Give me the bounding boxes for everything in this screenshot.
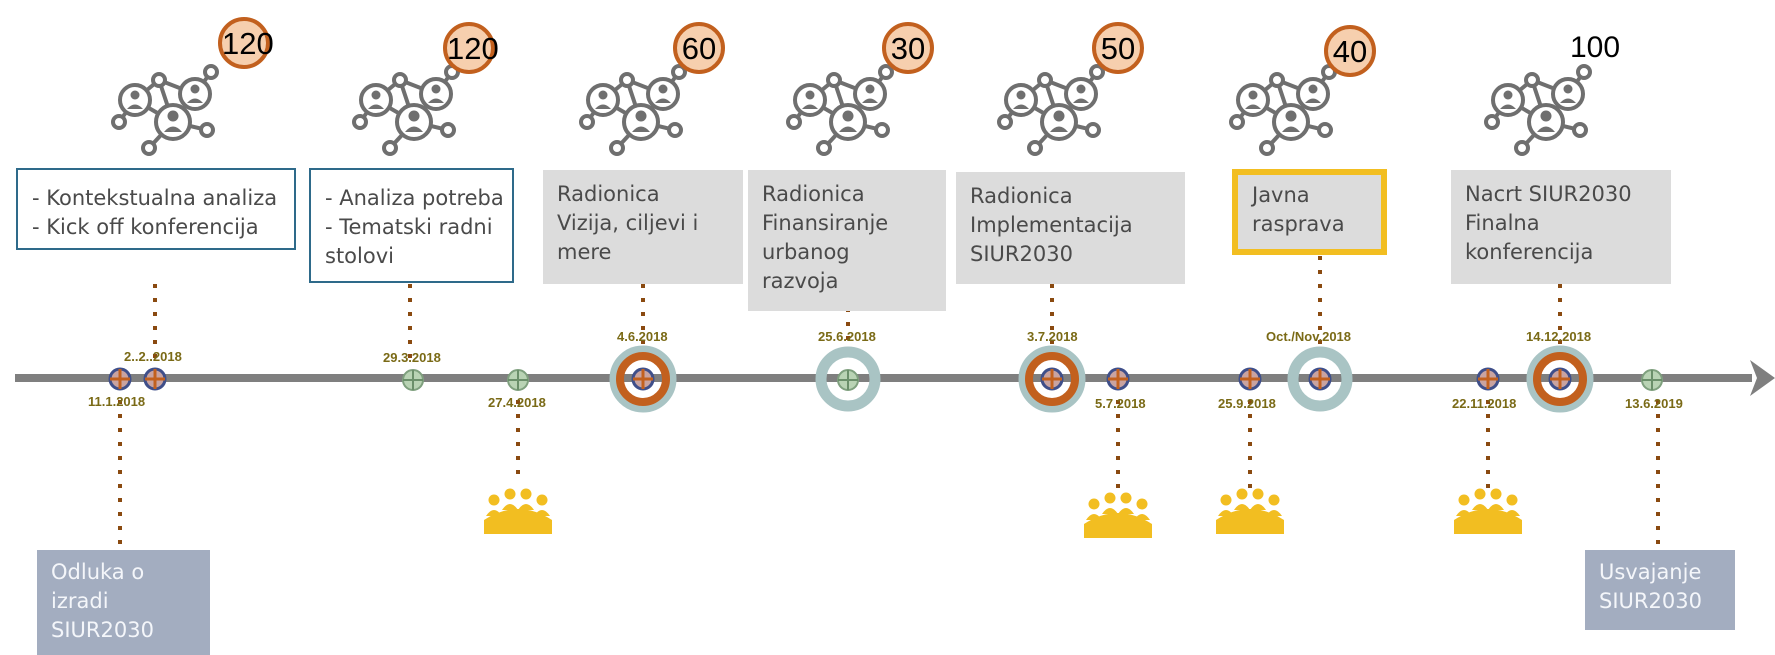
milestone-ring-workshop-finance	[815, 346, 881, 412]
audience-group-icon	[484, 488, 552, 534]
box-line: - Kick off konferencija	[32, 215, 259, 239]
dotted-connectors	[118, 256, 1660, 545]
event-marker-green	[1641, 369, 1663, 391]
event-marker-orange	[1476, 367, 1500, 391]
participants-badge: 120	[218, 17, 274, 69]
date-label: 4.6.2018	[617, 329, 668, 344]
participants-badge: 40	[1324, 25, 1376, 77]
step-box-draft-final-conference: Nacrt SIUR2030 Finalna konferencija	[1451, 170, 1671, 284]
box-line: Finalna	[1465, 211, 1540, 235]
event-marker-green	[402, 369, 424, 391]
box-line: SIUR2030	[970, 242, 1073, 266]
step-box-workshop-vision: Radionica Vizija, ciljevi i mere	[543, 170, 743, 284]
event-marker-green	[507, 369, 529, 391]
milestone-ring-final-conference	[1526, 345, 1594, 413]
step-box-needs-analysis: - Analiza potreba - Tematski radni stolo…	[309, 168, 514, 283]
box-line: SIUR2030	[51, 618, 154, 642]
box-line: rasprava	[1252, 212, 1345, 236]
date-label: 5.7.2018	[1095, 396, 1146, 411]
event-marker-orange	[1308, 367, 1332, 391]
box-line: Vizija, ciljevi i	[557, 211, 699, 235]
network-people-icon	[786, 64, 894, 156]
participants-badge: 60	[673, 22, 725, 74]
participants-badge: 30	[882, 22, 934, 74]
event-marker-green	[837, 369, 859, 391]
box-line: izradi	[51, 589, 109, 613]
box-line: - Kontekstualna analiza	[32, 186, 278, 210]
date-label: 11.1.2018	[88, 394, 145, 409]
network-people-icon	[1229, 64, 1337, 156]
box-line: konferencija	[1465, 240, 1594, 264]
box-line: Radionica	[557, 182, 660, 206]
date-label: 2..2..2018	[124, 349, 182, 364]
date-label: 27.4.2018	[488, 395, 546, 410]
network-people-icon	[579, 64, 687, 156]
milestone-ring-workshop-vision	[609, 345, 677, 413]
box-line: urbanog	[762, 240, 850, 264]
event-marker-orange	[1040, 367, 1064, 391]
box-line: Implementacija	[970, 213, 1133, 237]
box-line: Odluka o	[51, 560, 145, 584]
event-marker-orange	[108, 367, 132, 391]
date-label: 14.12.2018	[1526, 329, 1591, 344]
date-label: Oct./Nov.2018	[1266, 329, 1351, 344]
box-line: Javna	[1252, 183, 1310, 207]
audience-group-icon	[1084, 492, 1152, 538]
milestone-ring-public-debate	[1287, 346, 1353, 412]
step-box-public-debate: Javna rasprava	[1232, 169, 1387, 255]
event-marker-orange	[1548, 367, 1572, 391]
event-marker-orange	[1106, 367, 1130, 391]
participants-badge: 120	[443, 22, 499, 74]
event-marker-orange	[143, 367, 167, 391]
box-line: - Analiza potreba	[325, 186, 504, 210]
box-line: Usvajanje	[1599, 560, 1702, 584]
step-box-decision: Odluka o izradi SIUR2030	[37, 550, 210, 655]
date-label: 13.6.2019	[1625, 396, 1683, 411]
date-label: 29.3.2018	[383, 350, 441, 365]
box-line: Finansiranje	[762, 211, 889, 235]
box-line: - Tematski radni	[325, 215, 493, 239]
box-line: mere	[557, 240, 612, 264]
network-people-icon	[1484, 64, 1592, 156]
step-box-context-analysis: - Kontekstualna analiza - Kick off konfe…	[16, 168, 296, 250]
box-line: razvoja	[762, 269, 839, 293]
step-box-workshop-finance: Radionica Finansiranje urbanog razvoja	[748, 170, 946, 311]
date-label: 3.7.2018	[1027, 329, 1078, 344]
step-box-adoption: Usvajanje SIUR2030	[1585, 550, 1735, 630]
network-people-icon	[352, 64, 460, 156]
milestone-ring-workshop-implementation	[1018, 345, 1086, 413]
timeline-arrow-head	[1750, 360, 1775, 396]
audience-group-icon	[1216, 488, 1284, 534]
date-label: 22.11.2018	[1452, 396, 1516, 411]
box-line: Radionica	[762, 182, 865, 206]
box-line: Nacrt SIUR2030	[1465, 182, 1632, 206]
network-people-icon	[997, 64, 1105, 156]
date-label: 25.9.2018	[1218, 396, 1276, 411]
box-line: Radionica	[970, 184, 1073, 208]
event-marker-orange	[631, 367, 655, 391]
box-line: stolovi	[325, 244, 394, 268]
step-box-workshop-implementation: Radionica Implementacija SIUR2030	[956, 172, 1185, 284]
audience-group-icon	[1454, 488, 1522, 534]
participants-count: 100	[1570, 31, 1621, 64]
participants-badge: 50	[1092, 22, 1144, 74]
network-people-icon	[111, 64, 219, 156]
box-line: SIUR2030	[1599, 589, 1702, 613]
event-marker-orange	[1238, 367, 1262, 391]
date-label: 25.6.2018	[818, 329, 876, 344]
